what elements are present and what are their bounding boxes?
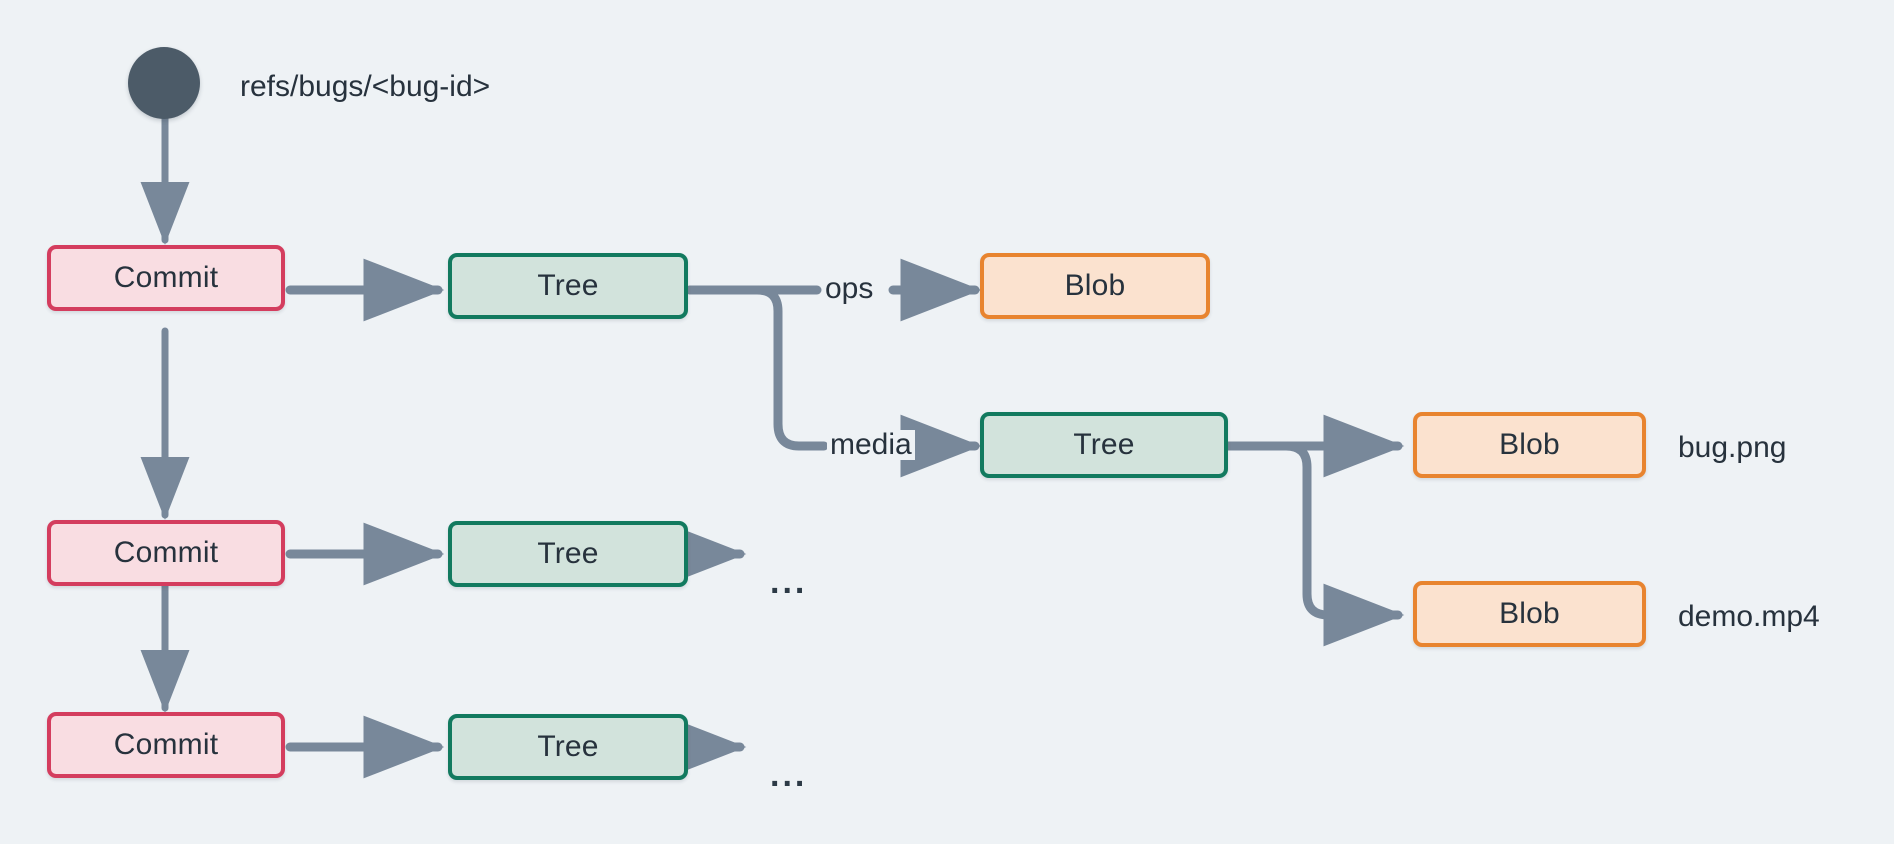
node-tree-2[interactable]: Tree	[448, 521, 688, 587]
node-commit-1[interactable]: Commit	[47, 245, 285, 311]
file-label-demo-mp4: demo.mp4	[1678, 600, 1820, 633]
node-tree-3[interactable]: Tree	[448, 714, 688, 780]
ellipsis-tree-2: ...	[770, 563, 808, 601]
edge-treemedia-to-blob-demomp4	[1223, 441, 1405, 647]
node-blob-ops[interactable]: Blob	[980, 253, 1210, 319]
edge-label-media: media	[827, 430, 915, 460]
node-tree-media[interactable]: Tree	[980, 412, 1228, 478]
node-tree-1[interactable]: Tree	[448, 253, 688, 319]
edge-tree1-to-media	[685, 285, 829, 451]
node-blob-demo-mp4[interactable]: Blob	[1413, 581, 1646, 647]
node-blob-bug-png[interactable]: Blob	[1413, 412, 1646, 478]
ref-pointer-circle[interactable]	[128, 47, 200, 119]
node-commit-3[interactable]: Commit	[47, 712, 285, 778]
node-commit-2[interactable]: Commit	[47, 520, 285, 586]
ellipsis-tree-3: ...	[770, 756, 808, 794]
ref-label: refs/bugs/<bug-id>	[240, 70, 491, 103]
file-label-bug-png: bug.png	[1678, 431, 1787, 464]
edge-label-ops: ops	[822, 274, 877, 304]
